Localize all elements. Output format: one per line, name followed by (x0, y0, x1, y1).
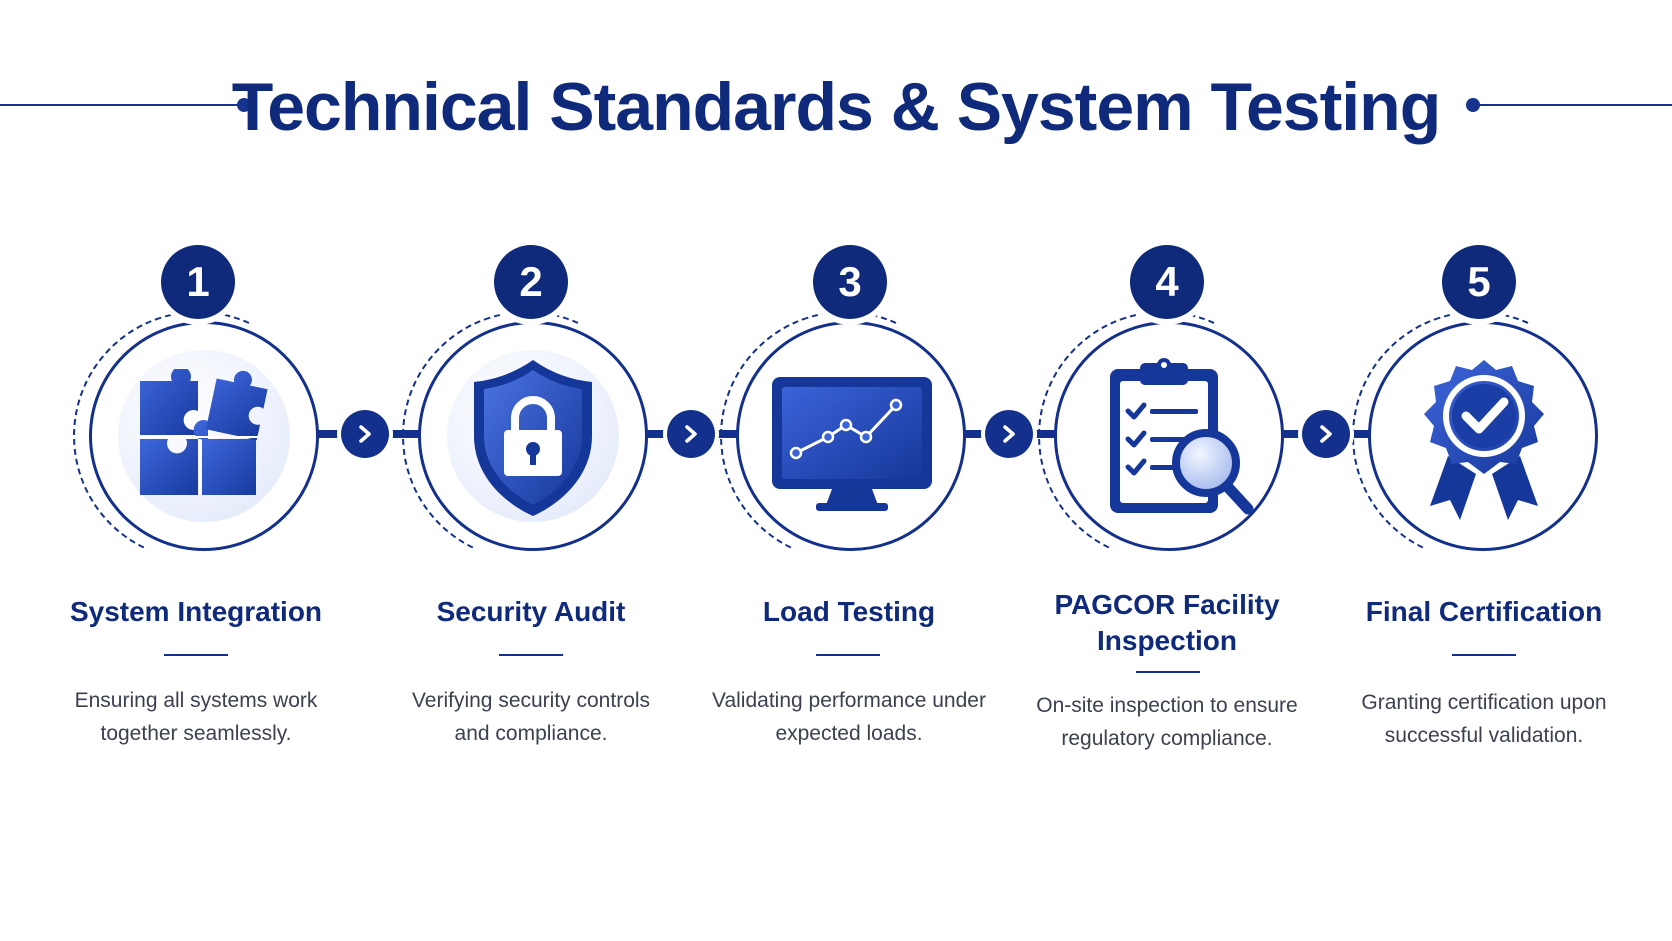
description-line: expected loads. (775, 722, 923, 745)
step-ring-5 (1368, 321, 1598, 551)
puzzle-icon (134, 369, 274, 499)
shield-lock-icon (468, 356, 598, 520)
description-line: together seamlessly. (100, 722, 292, 745)
header-dot-left (237, 98, 251, 112)
step-description-2: Verifying security controls and complian… (381, 684, 681, 750)
step-title-line: PAGCOR Facility (1054, 589, 1280, 620)
arrow-node-2 (667, 410, 715, 458)
step-divider-3 (816, 654, 880, 656)
description-line: successful validation. (1384, 724, 1584, 747)
header-line-left (0, 104, 244, 106)
step-number-3: 3 (813, 245, 887, 319)
clipboard-magnifier-icon (1106, 357, 1256, 521)
step-description-5: Granting certification upon successful v… (1334, 686, 1634, 752)
monitor-chart-icon (770, 375, 934, 515)
step-title-3: Load Testing (762, 596, 936, 627)
header-line-right (1473, 104, 1672, 106)
chevron-right-icon (685, 425, 697, 443)
step-title-4: PAGCOR Facility Inspection (1017, 587, 1317, 659)
description-line: Ensuring all systems work (74, 689, 318, 712)
step-divider-5 (1452, 654, 1516, 656)
chevron-right-icon (1003, 425, 1015, 443)
description-line: Validating performance under (712, 689, 986, 712)
step-title-line: Inspection (1096, 625, 1237, 656)
arrow-node-1 (341, 410, 389, 458)
page-title: Technical Standards & System Testing (231, 69, 1442, 145)
step-number-4: 4 (1130, 245, 1204, 319)
arrow-node-4 (1302, 410, 1350, 458)
step-description-4: On-site inspection to ensure regulatory … (1017, 689, 1317, 755)
step-title-5: Final Certification (1365, 596, 1603, 627)
chevron-right-icon (1320, 425, 1332, 443)
step-number-2: 2 (494, 245, 568, 319)
step-number-5: 5 (1442, 245, 1516, 319)
description-line: Verifying security controls (411, 689, 651, 712)
description-line: Granting certification upon (1361, 691, 1607, 714)
header: Technical Standards & System Testing (0, 58, 1672, 158)
description-line: regulatory compliance. (1061, 727, 1273, 750)
step-divider-1 (164, 654, 228, 656)
step-description-3: Validating performance under expected lo… (699, 684, 999, 750)
step-divider-2 (499, 654, 563, 656)
award-badge-icon (1420, 356, 1548, 526)
arrow-node-3 (985, 410, 1033, 458)
step-number-1: 1 (161, 245, 235, 319)
step-description-1: Ensuring all systems work together seaml… (46, 684, 346, 750)
description-line: and compliance. (454, 722, 608, 745)
description-line: On-site inspection to ensure (1036, 694, 1298, 717)
step-title-1: System Integration (69, 596, 323, 627)
chevron-right-icon (359, 425, 371, 443)
step-title-2: Security Audit (436, 596, 626, 627)
step-divider-4 (1136, 671, 1200, 673)
